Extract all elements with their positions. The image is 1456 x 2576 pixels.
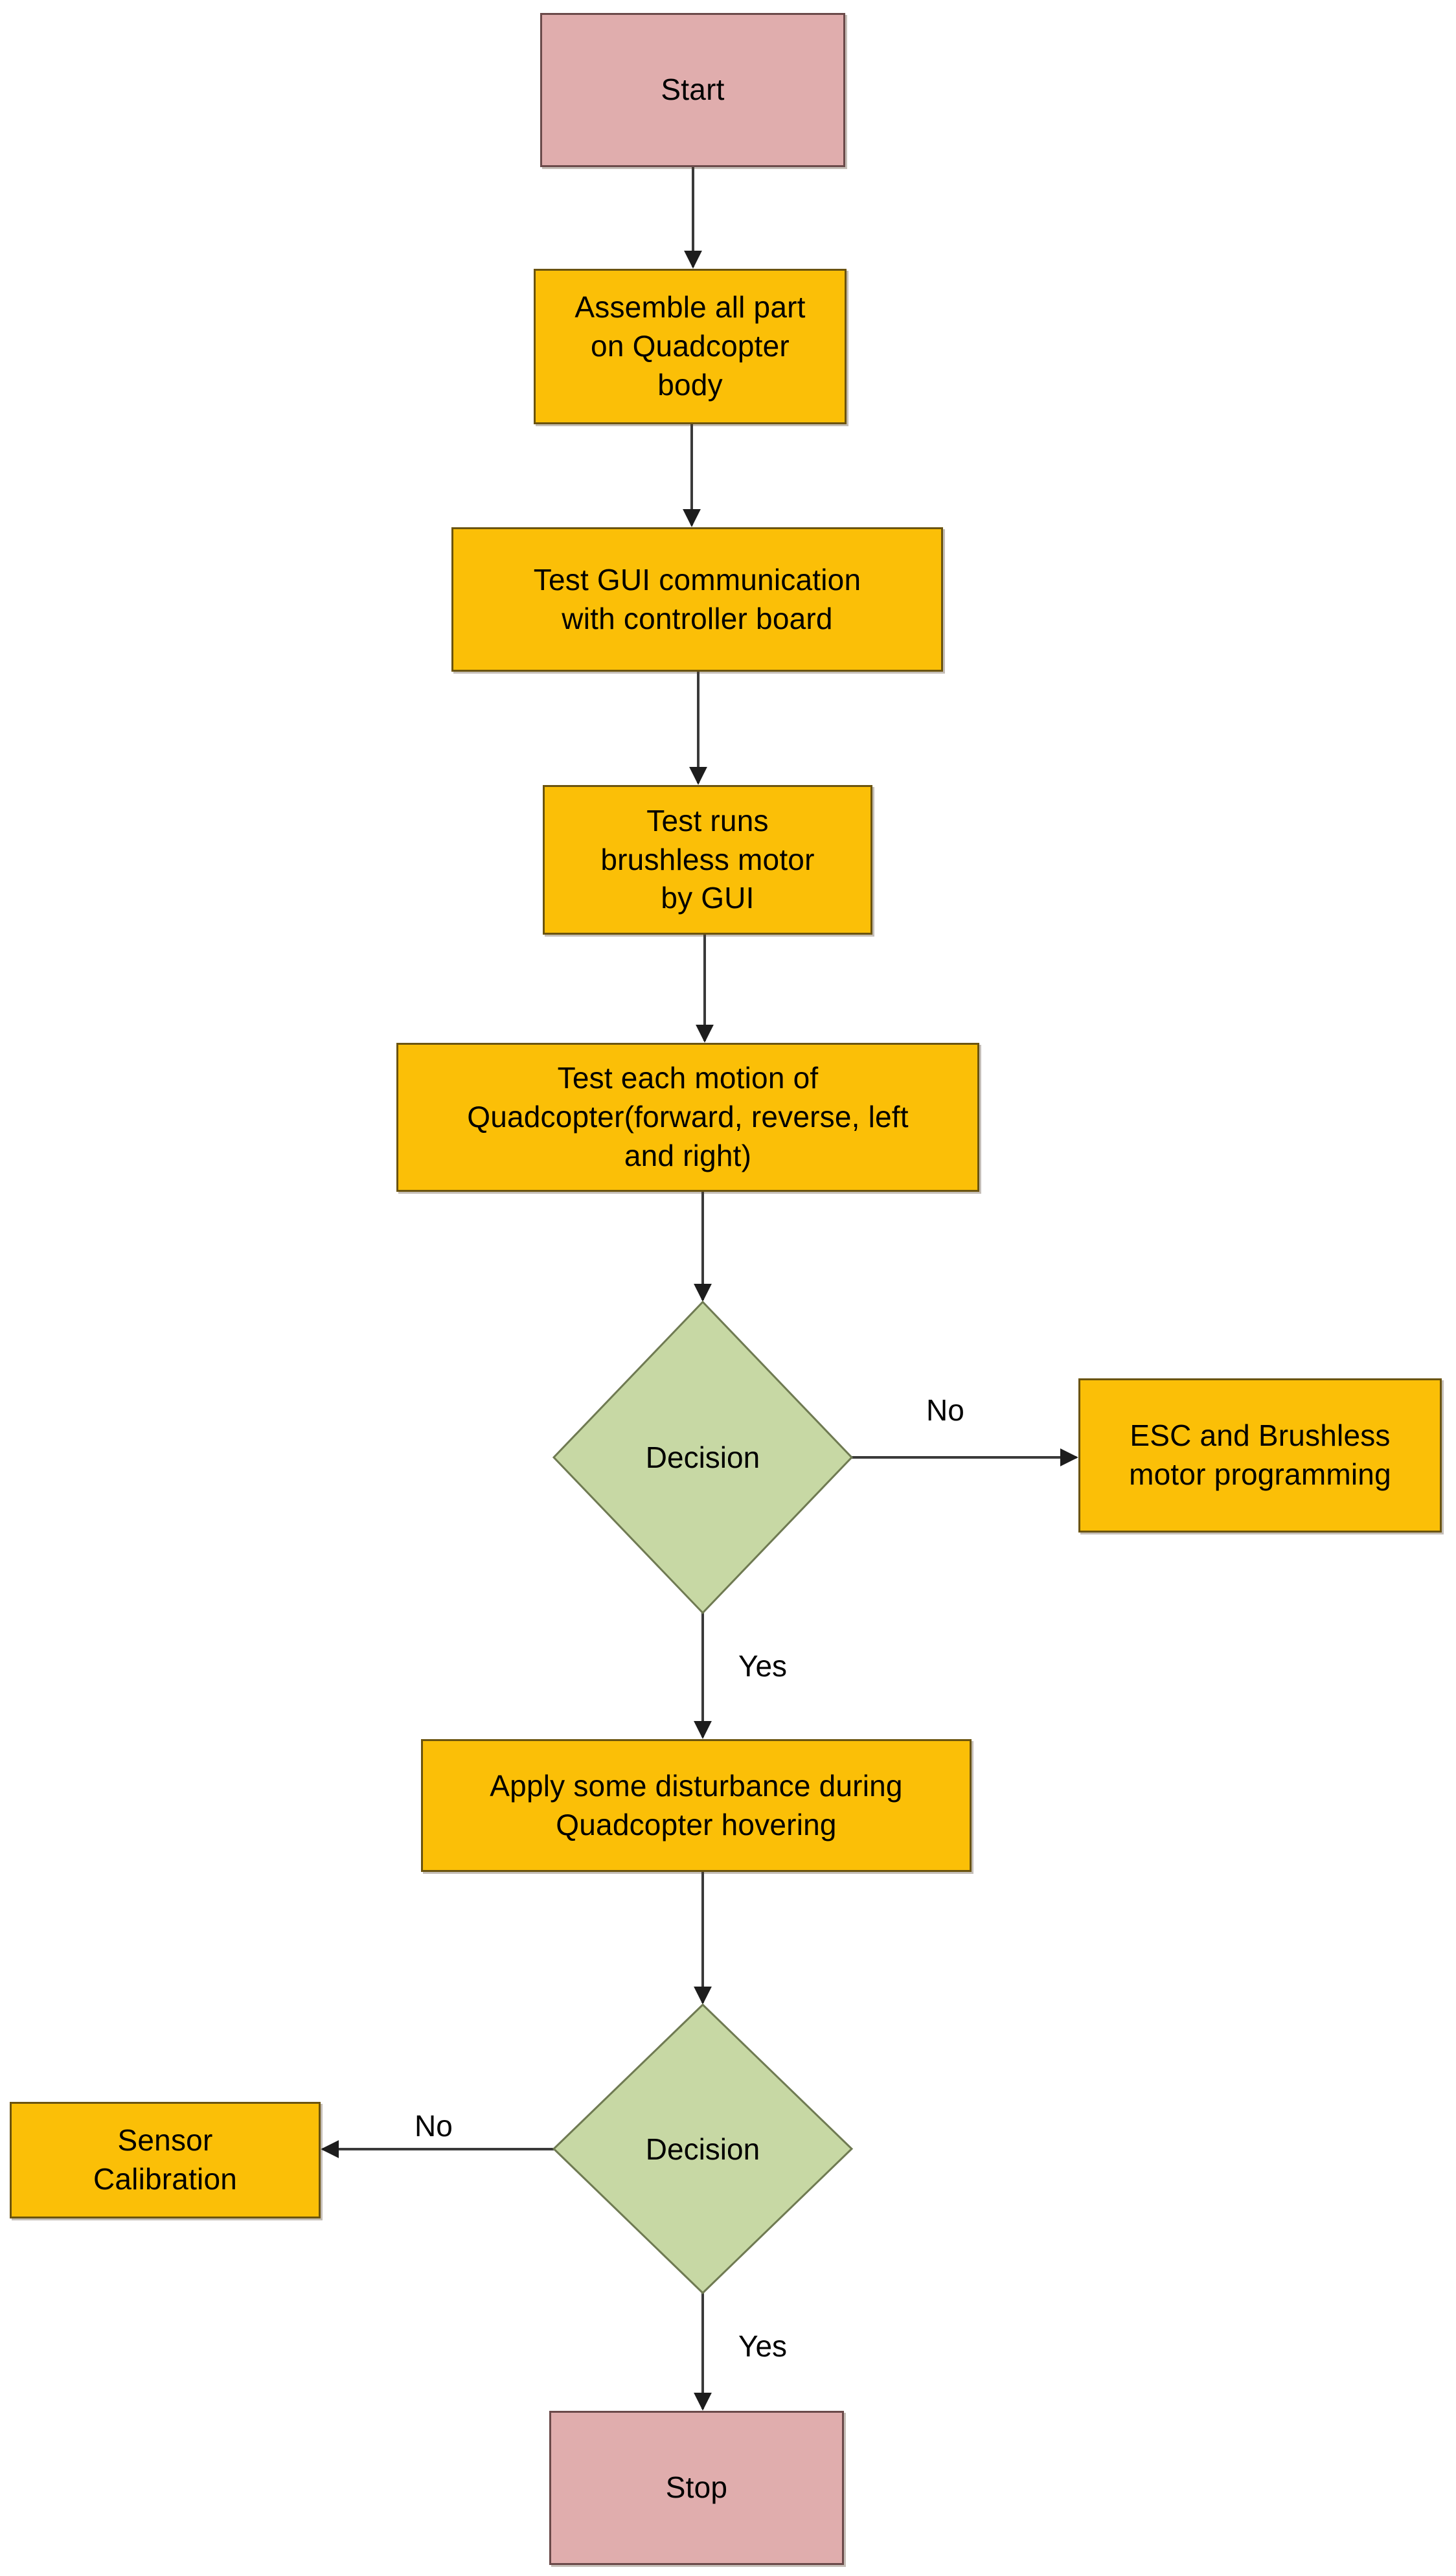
edge-label-yes-decision-2: Yes — [738, 2329, 788, 2363]
node-stop[interactable]: Stop — [549, 2411, 844, 2565]
node-decision-2[interactable]: Decision — [552, 2003, 854, 2295]
decision-1-shape — [552, 1300, 854, 1615]
edge-label-yes-decision-1: Yes — [738, 1649, 788, 1683]
decision-2-shape — [552, 2003, 854, 2295]
node-decision-1[interactable]: Decision — [552, 1300, 854, 1615]
edge-label-no-decision-2: No — [415, 2109, 453, 2143]
node-start-label: Start — [661, 73, 725, 107]
node-start[interactable]: Start — [540, 13, 845, 167]
node-stop-label: Stop — [665, 2470, 728, 2505]
edge-label-no-decision-1: No — [926, 1393, 964, 1427]
